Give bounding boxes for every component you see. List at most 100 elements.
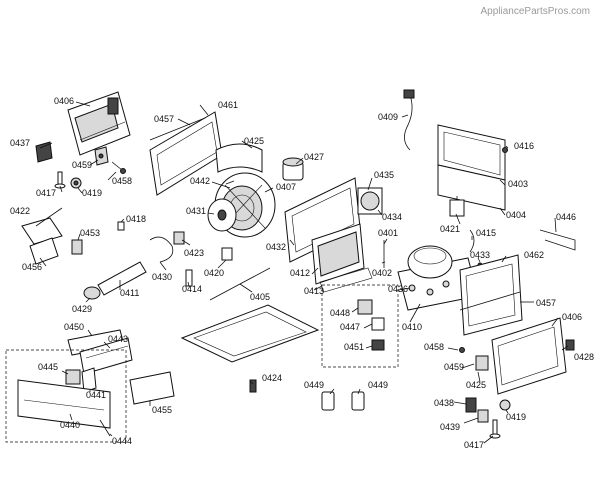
part-0442-screw <box>211 181 231 189</box>
label-0427: 0427 <box>304 152 324 162</box>
label-0447: 0447 <box>340 322 360 332</box>
part-0444 <box>99 419 111 437</box>
dashed-lower-box <box>5 349 127 443</box>
part-tray <box>180 304 320 363</box>
label-0402: 0402 <box>372 268 392 278</box>
part-0412 <box>311 223 365 285</box>
label-0441: 0441 <box>86 390 106 400</box>
label-0420: 0420 <box>204 268 224 278</box>
label-0456: 0456 <box>22 262 42 272</box>
part-0406-top-left <box>67 91 131 156</box>
label-0417-upper: 0417 <box>36 188 56 198</box>
part-0455 <box>129 371 175 405</box>
dashed-group-box <box>321 284 399 368</box>
label-0458-upper: 0458 <box>112 176 132 186</box>
label-0418: 0418 <box>126 214 146 224</box>
label-0461: 0461 <box>218 100 238 110</box>
watermark-text: AppliancePartsPros.com <box>481 6 591 17</box>
label-0448: 0448 <box>330 308 350 318</box>
label-0458-right: 0458 <box>424 342 444 352</box>
label-0459-upper: 0459 <box>72 160 92 170</box>
part-0419-right <box>499 399 511 411</box>
label-0407: 0407 <box>276 182 296 192</box>
label-0434: 0434 <box>382 212 402 222</box>
label-0462: 0462 <box>524 250 544 260</box>
part-0417-right <box>489 419 501 439</box>
label-0436: 0436 <box>388 284 408 294</box>
part-0453 <box>71 239 83 255</box>
part-0447 <box>371 317 385 331</box>
part-0424 <box>249 379 257 393</box>
label-0417-right: 0417 <box>464 440 484 450</box>
label-0413: 0413 <box>304 286 324 296</box>
part-0451 <box>371 339 385 351</box>
label-0421: 0421 <box>440 224 460 234</box>
part-0418 <box>117 221 125 231</box>
part-0440 <box>17 379 111 429</box>
label-0442: 0442 <box>190 176 210 186</box>
part-0430-wires <box>149 236 174 263</box>
label-0404: 0404 <box>506 210 526 220</box>
part-0448 <box>357 299 373 315</box>
label-0410: 0410 <box>402 322 422 332</box>
label-0403: 0403 <box>508 179 528 189</box>
part-0458-right <box>459 347 465 353</box>
label-0437: 0437 <box>10 138 30 148</box>
label-0457-right: 0457 <box>536 298 556 308</box>
part-0420 <box>221 247 233 261</box>
part-0443 <box>79 337 133 375</box>
part-0437 <box>35 141 53 163</box>
label-0401: 0401 <box>378 228 398 238</box>
part-0419-upper <box>70 177 82 189</box>
part-0462 <box>459 254 523 336</box>
label-0425-right: 0425 <box>466 380 486 390</box>
part-0416 <box>502 147 508 153</box>
part-0461 <box>149 111 223 196</box>
label-0428: 0428 <box>574 352 594 362</box>
part-0406-right <box>491 317 567 395</box>
label-0406-right: 0406 <box>562 312 582 322</box>
label-0422: 0422 <box>10 206 30 216</box>
part-0427 <box>282 157 304 181</box>
part-0423 <box>173 231 185 245</box>
part-0413 <box>319 267 373 293</box>
label-0443: 0443 <box>108 334 128 344</box>
label-0457-top: 0457 <box>154 114 174 124</box>
part-0449-left <box>321 391 335 411</box>
label-0435: 0435 <box>374 170 394 180</box>
part-0425 <box>215 143 263 173</box>
part-0402-compressor <box>407 245 453 279</box>
part-0445 <box>65 369 81 385</box>
label-0411: 0411 <box>120 288 139 298</box>
part-0436 <box>408 280 450 296</box>
label-0430: 0430 <box>152 272 172 282</box>
label-0412: 0412 <box>290 268 310 278</box>
label-0459-right: 0459 <box>444 362 464 372</box>
label-0449-right: 0449 <box>368 380 388 390</box>
label-0406-top: 0406 <box>54 96 74 106</box>
part-0409 <box>403 89 415 151</box>
part-0449-right <box>351 391 365 411</box>
part-labels: 0406 0437 0459 0458 0417 0419 0457 0461 … <box>10 96 594 450</box>
label-0450: 0450 <box>64 322 84 332</box>
part-0435 <box>357 187 383 215</box>
label-0445: 0445 <box>38 362 58 372</box>
label-0439: 0439 <box>440 422 460 432</box>
part-0459-right <box>475 355 489 371</box>
label-0451: 0451 <box>344 342 364 352</box>
part-0428 <box>565 339 575 351</box>
part-0458-upper <box>111 161 126 174</box>
label-0455: 0455 <box>152 405 172 415</box>
label-0423: 0423 <box>184 248 204 258</box>
part-0438 <box>465 397 477 413</box>
part-0404 <box>437 164 506 211</box>
part-0415-tube <box>469 229 475 253</box>
label-0405: 0405 <box>250 292 270 302</box>
part-0431 <box>207 198 237 232</box>
label-0440: 0440 <box>60 420 80 430</box>
part-0457-rod <box>149 117 206 141</box>
label-0414: 0414 <box>182 284 202 294</box>
label-0431: 0431 <box>186 206 206 216</box>
